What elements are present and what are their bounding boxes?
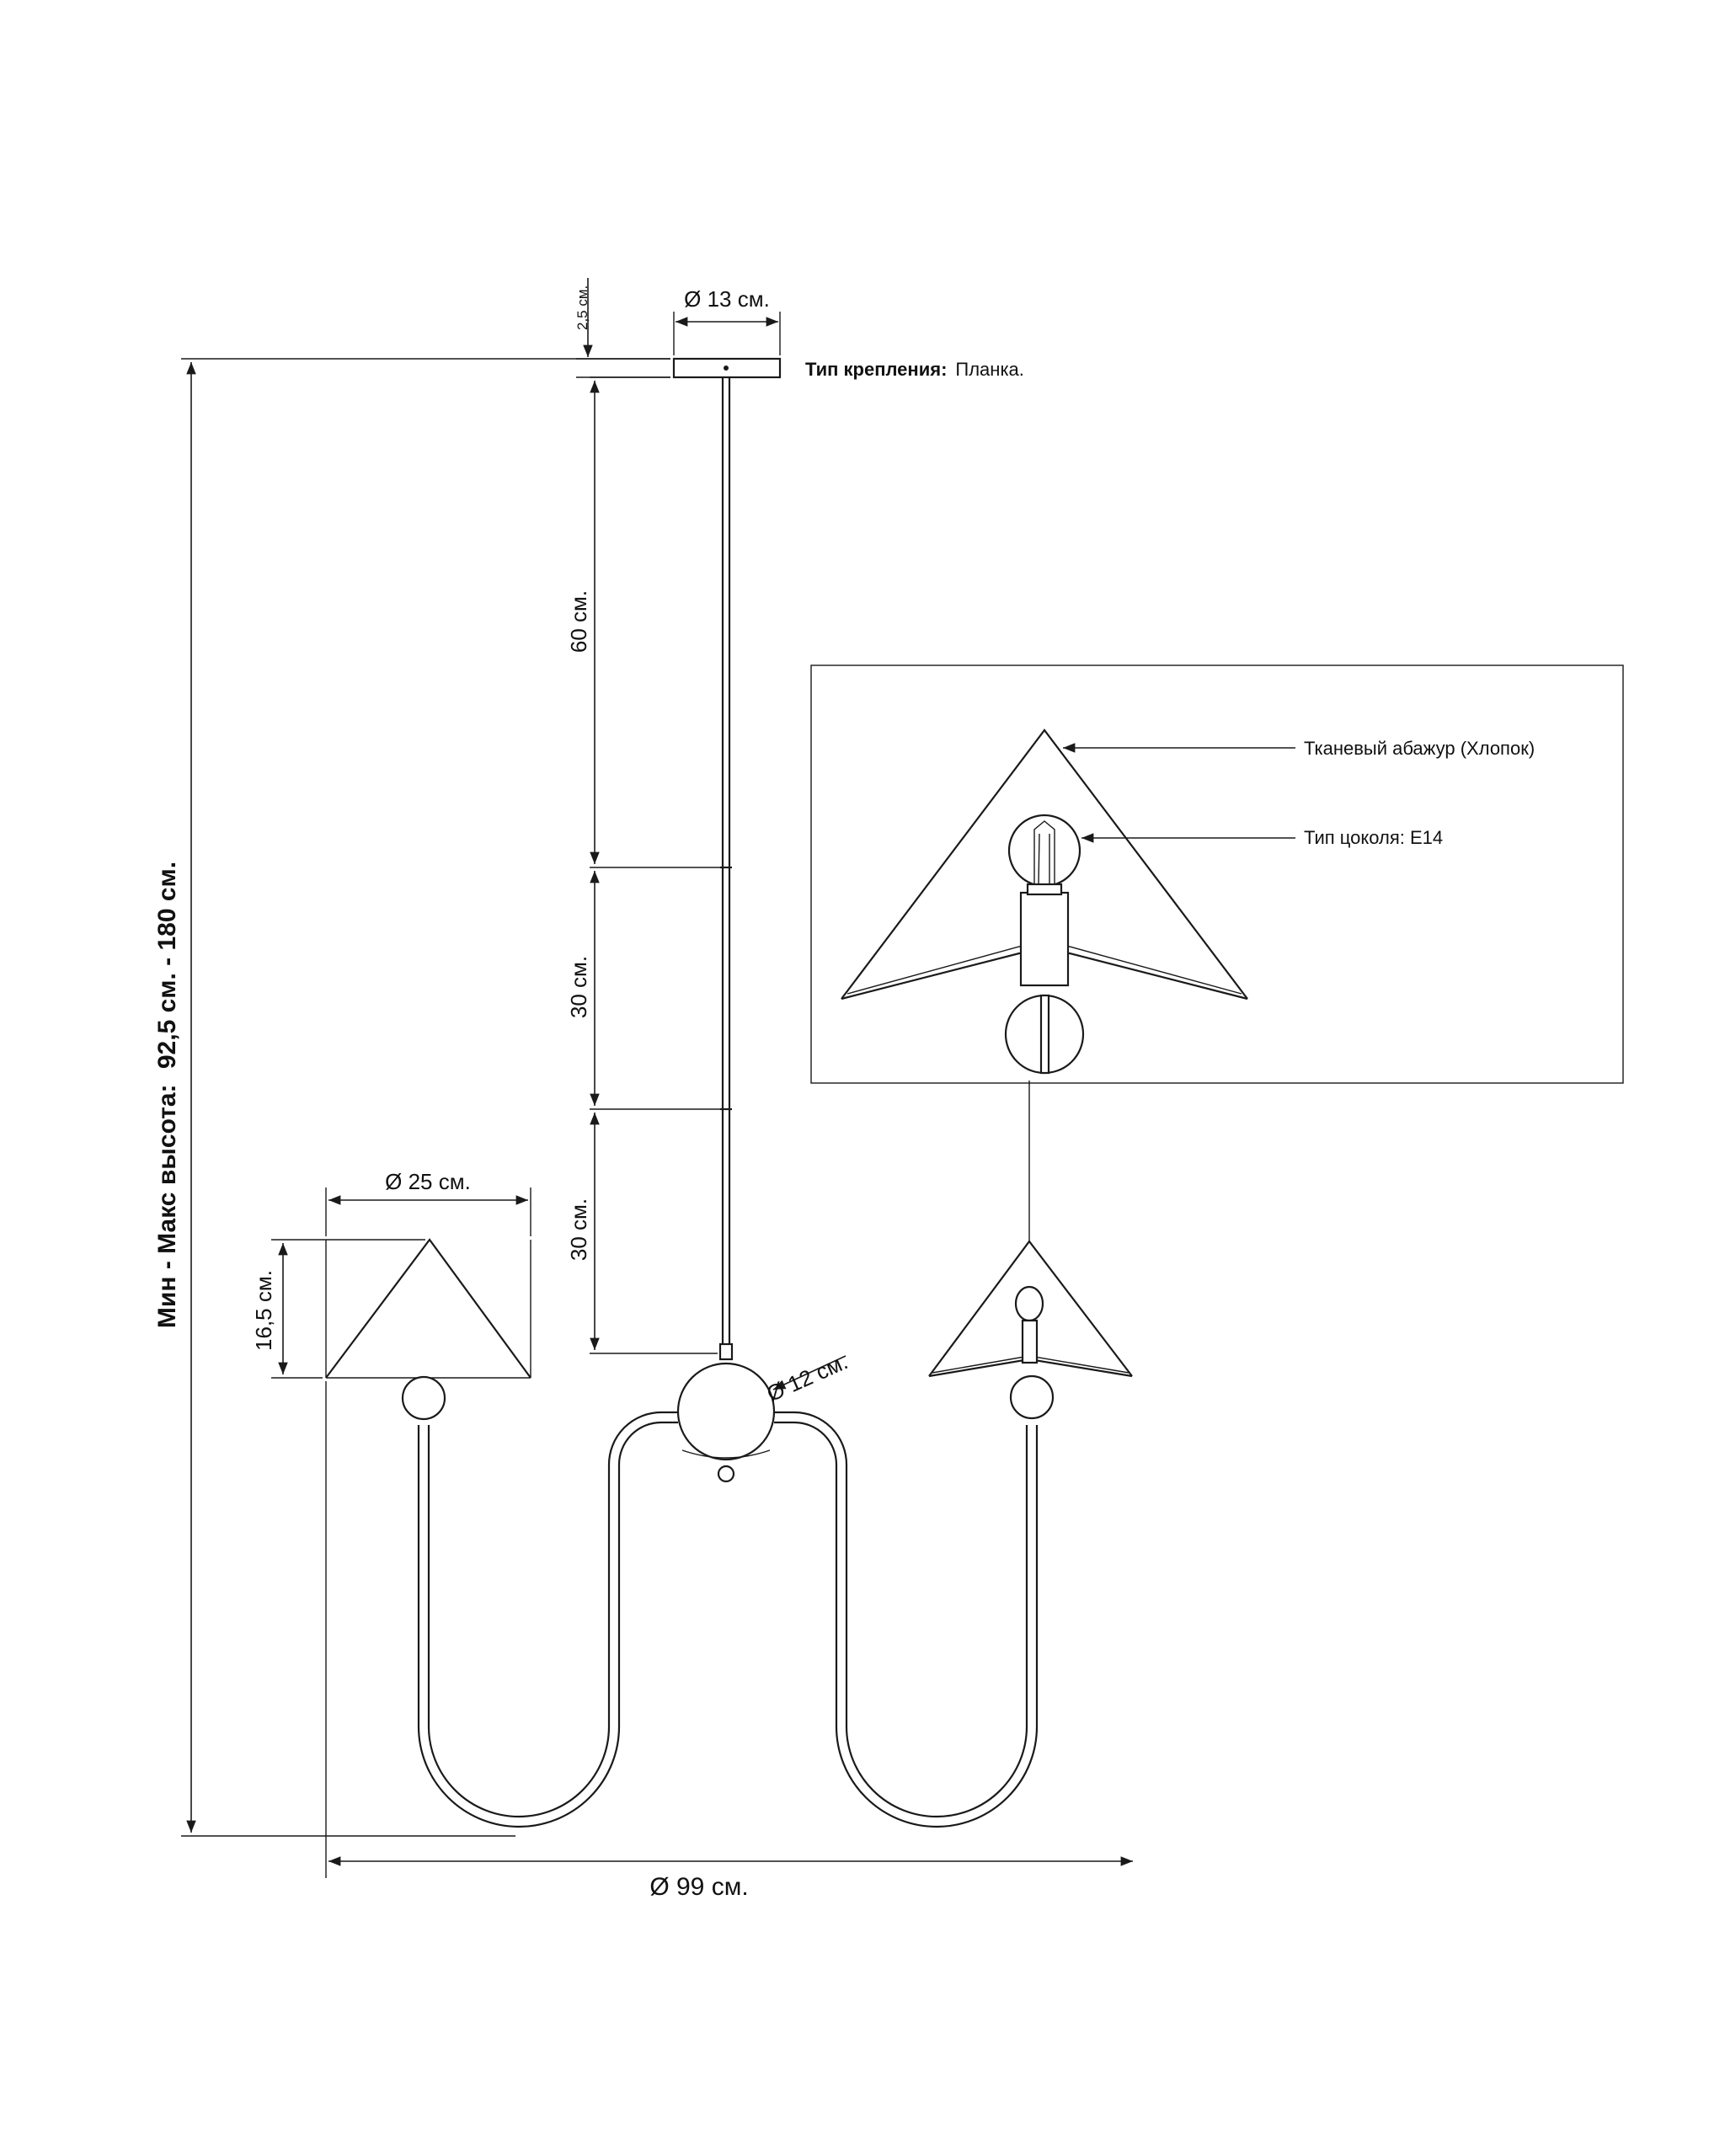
mount-type-value: Планка.	[955, 359, 1024, 380]
shade-callout-label: Тканевый абажур (Хлопок)	[1304, 738, 1535, 759]
overall-width-dimension: Ø 99 см.	[325, 1381, 1133, 1901]
rod-30a-label: 30 см.	[566, 956, 591, 1018]
total-width-label: Ø 99 см.	[649, 1873, 748, 1901]
arms	[417, 1411, 1039, 1828]
shade-diameter-label: Ø 25 см.	[385, 1169, 471, 1194]
svg-text:Тип крепления: Планка.: Тип крепления: Планка.	[805, 359, 1024, 380]
overall-height-dimension: Мин - Макс высота: 92,5 см. - 180 см.	[153, 358, 670, 1837]
central-ball	[676, 1362, 776, 1483]
canopy-height-dimension: 2,5 см.	[574, 278, 670, 378]
mount-type-label: Тип крепления:	[805, 359, 947, 380]
shade-callout: Тканевый абажур (Хлопок)	[1063, 738, 1535, 759]
suspension-rod	[718, 377, 734, 1361]
rod-30b-label: 30 см.	[566, 1198, 591, 1261]
socket-callout: Тип цоколя: E14	[1081, 827, 1443, 848]
height-range-value: 92,5 см. - 180 см.	[153, 862, 181, 1069]
ball-diameter-label: Ø 12 см.	[763, 1348, 852, 1406]
rod-dimensions: 60 см. 30 см. 30 см.	[566, 376, 731, 1354]
shade-height-label: 16,5 см.	[251, 1270, 276, 1351]
canopy-diameter-dimension: Ø 13 см.	[673, 286, 781, 355]
rod-60-label: 60 см.	[566, 590, 591, 653]
canopy	[672, 357, 782, 379]
left-shade	[325, 1238, 531, 1421]
height-range-label: Мин - Макс высота:	[153, 1084, 181, 1328]
right-shade	[928, 1081, 1133, 1420]
canopy-height-label: 2,5 см.	[574, 286, 590, 330]
canopy-diameter-label: Ø 13 см.	[684, 286, 770, 312]
ball-diameter-dimension: Ø 12 см.	[763, 1348, 852, 1406]
detail-view	[810, 664, 1624, 1084]
socket-callout-label: Тип цоколя: E14	[1304, 827, 1443, 848]
left-shade-diameter-dimension: Ø 25 см.	[325, 1169, 531, 1236]
mount-type-text: Тип крепления: Планка.	[805, 359, 1024, 380]
left-shade-height-dimension: 16,5 см.	[251, 1239, 425, 1379]
height-range-text: Мин - Макс высота: 92,5 см. - 180 см.	[153, 862, 181, 1328]
